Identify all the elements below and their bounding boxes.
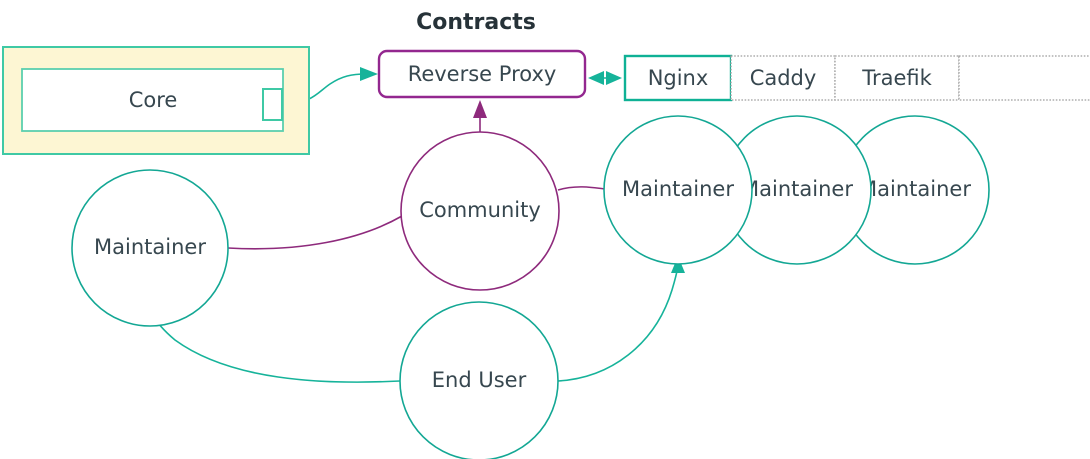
maintainer-right-3-node[interactable]: Maintainer [840, 115, 990, 265]
cell-empty[interactable] [958, 55, 1090, 101]
cell-traefik-label: Traefik [861, 66, 932, 90]
community-label: Community [419, 198, 541, 222]
end-user-circle [399, 301, 559, 459]
maintainer-right-2-label: Maintainer [741, 177, 853, 201]
edge-community-to-reverse-proxy [473, 100, 487, 132]
cell-caddy[interactable]: Caddy [730, 55, 836, 101]
edge-reverse-proxy-to-nginx [588, 71, 622, 85]
community-circle [400, 131, 560, 291]
maintainer-right-2-node[interactable]: Maintainer [722, 115, 872, 265]
maintainer-right-1-circle [603, 115, 753, 265]
maintainer-right-1-node[interactable]: Maintainer [603, 115, 753, 265]
community-node[interactable]: Community [400, 131, 560, 291]
cell-caddy-label: Caddy [750, 66, 817, 90]
implementation-cells: Nginx Caddy Traefik [623, 54, 1090, 102]
cell-nginx[interactable]: Nginx [623, 54, 733, 102]
maintainer-left-label: Maintainer [94, 235, 206, 259]
cell-traefik-box [834, 55, 960, 101]
end-user-label: End User [432, 368, 527, 392]
cell-empty-box [958, 55, 1090, 101]
cell-caddy-box [730, 55, 836, 101]
edge-end-user-to-maintainer-right [557, 256, 685, 382]
cell-traefik[interactable]: Traefik [834, 55, 960, 101]
reverse-proxy-label: Reverse Proxy [408, 62, 557, 86]
maintainer-right-3-label: Maintainer [859, 177, 971, 201]
cell-nginx-label: Nginx [648, 66, 709, 90]
contracts-title: Contracts [416, 10, 536, 35]
core-cluster[interactable]: Core [2, 46, 310, 155]
reverse-proxy-node[interactable]: Reverse Proxy [377, 49, 587, 99]
maintainer-left-circle [71, 169, 229, 327]
edge-community-to-maintainer-right [557, 186, 606, 191]
edge-community-to-maintainer-left [227, 215, 403, 250]
maintainer-right-1-label: Maintainer [622, 177, 734, 201]
maintainer-left-node[interactable]: Maintainer [71, 169, 229, 327]
core-port-rect [262, 88, 283, 121]
end-user-node[interactable]: End User [399, 301, 559, 459]
core-label: Core [129, 88, 178, 112]
cell-nginx-box [623, 54, 733, 102]
reverse-proxy-box [377, 49, 587, 99]
